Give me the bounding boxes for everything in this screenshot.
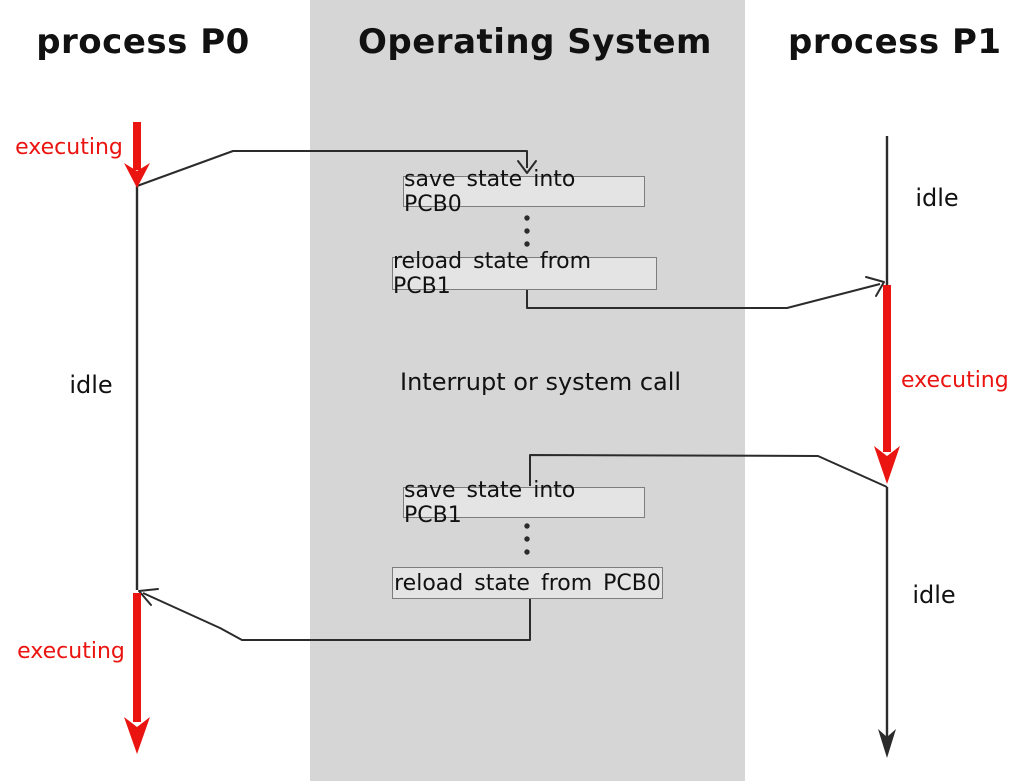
connector-reload-pcb1-to-p1 <box>526 283 881 309</box>
os-box-reload-state-pcb0: reload state from PCB0 <box>392 567 663 599</box>
vertical-ellipsis-icon <box>524 523 530 555</box>
black-down-arrow-icon <box>878 729 896 758</box>
p0-executing-arrow-top <box>124 122 150 188</box>
operating-system-band <box>310 0 745 781</box>
connector-p0-to-save-pcb0 <box>136 150 528 187</box>
p1-executing-label: executing <box>901 368 1009 393</box>
red-down-arrow-icon <box>124 163 150 188</box>
column-title-p1: process P1 <box>788 22 1002 62</box>
os-box-save-state-pcb0: save state into PCB0 <box>403 167 645 217</box>
thin-v-arrowhead-icon <box>517 160 537 174</box>
vertical-ellipsis-icon <box>524 215 530 247</box>
p1-idle-label-top: idle <box>915 184 959 212</box>
p0-idle-label: idle <box>69 371 113 399</box>
thin-v-arrowhead-icon <box>865 276 885 297</box>
os-box-reload-state-pcb1: reload state from PCB1 <box>392 249 657 299</box>
column-title-os: Operating System <box>358 22 712 62</box>
connector-p1-to-save-pcb1 <box>529 454 888 488</box>
column-title-p0: process P0 <box>36 22 250 62</box>
p0-executing-label-top: executing <box>15 135 123 160</box>
red-down-arrow-icon <box>874 446 900 484</box>
p1-executing-arrow <box>874 285 900 484</box>
p0-executing-arrow-bottom <box>124 593 150 754</box>
interrupt-or-system-call-label: Interrupt or system call <box>400 368 682 396</box>
p1-idle-label-bottom: idle <box>912 581 956 609</box>
os-box-save-state-pcb1: save state into PCB1 <box>403 478 645 528</box>
connector-reload-pcb0-to-p0 <box>142 592 531 641</box>
thin-v-arrowhead-icon <box>138 588 159 606</box>
p0-executing-label-bottom: executing <box>17 639 125 664</box>
red-down-arrow-icon <box>124 717 150 754</box>
